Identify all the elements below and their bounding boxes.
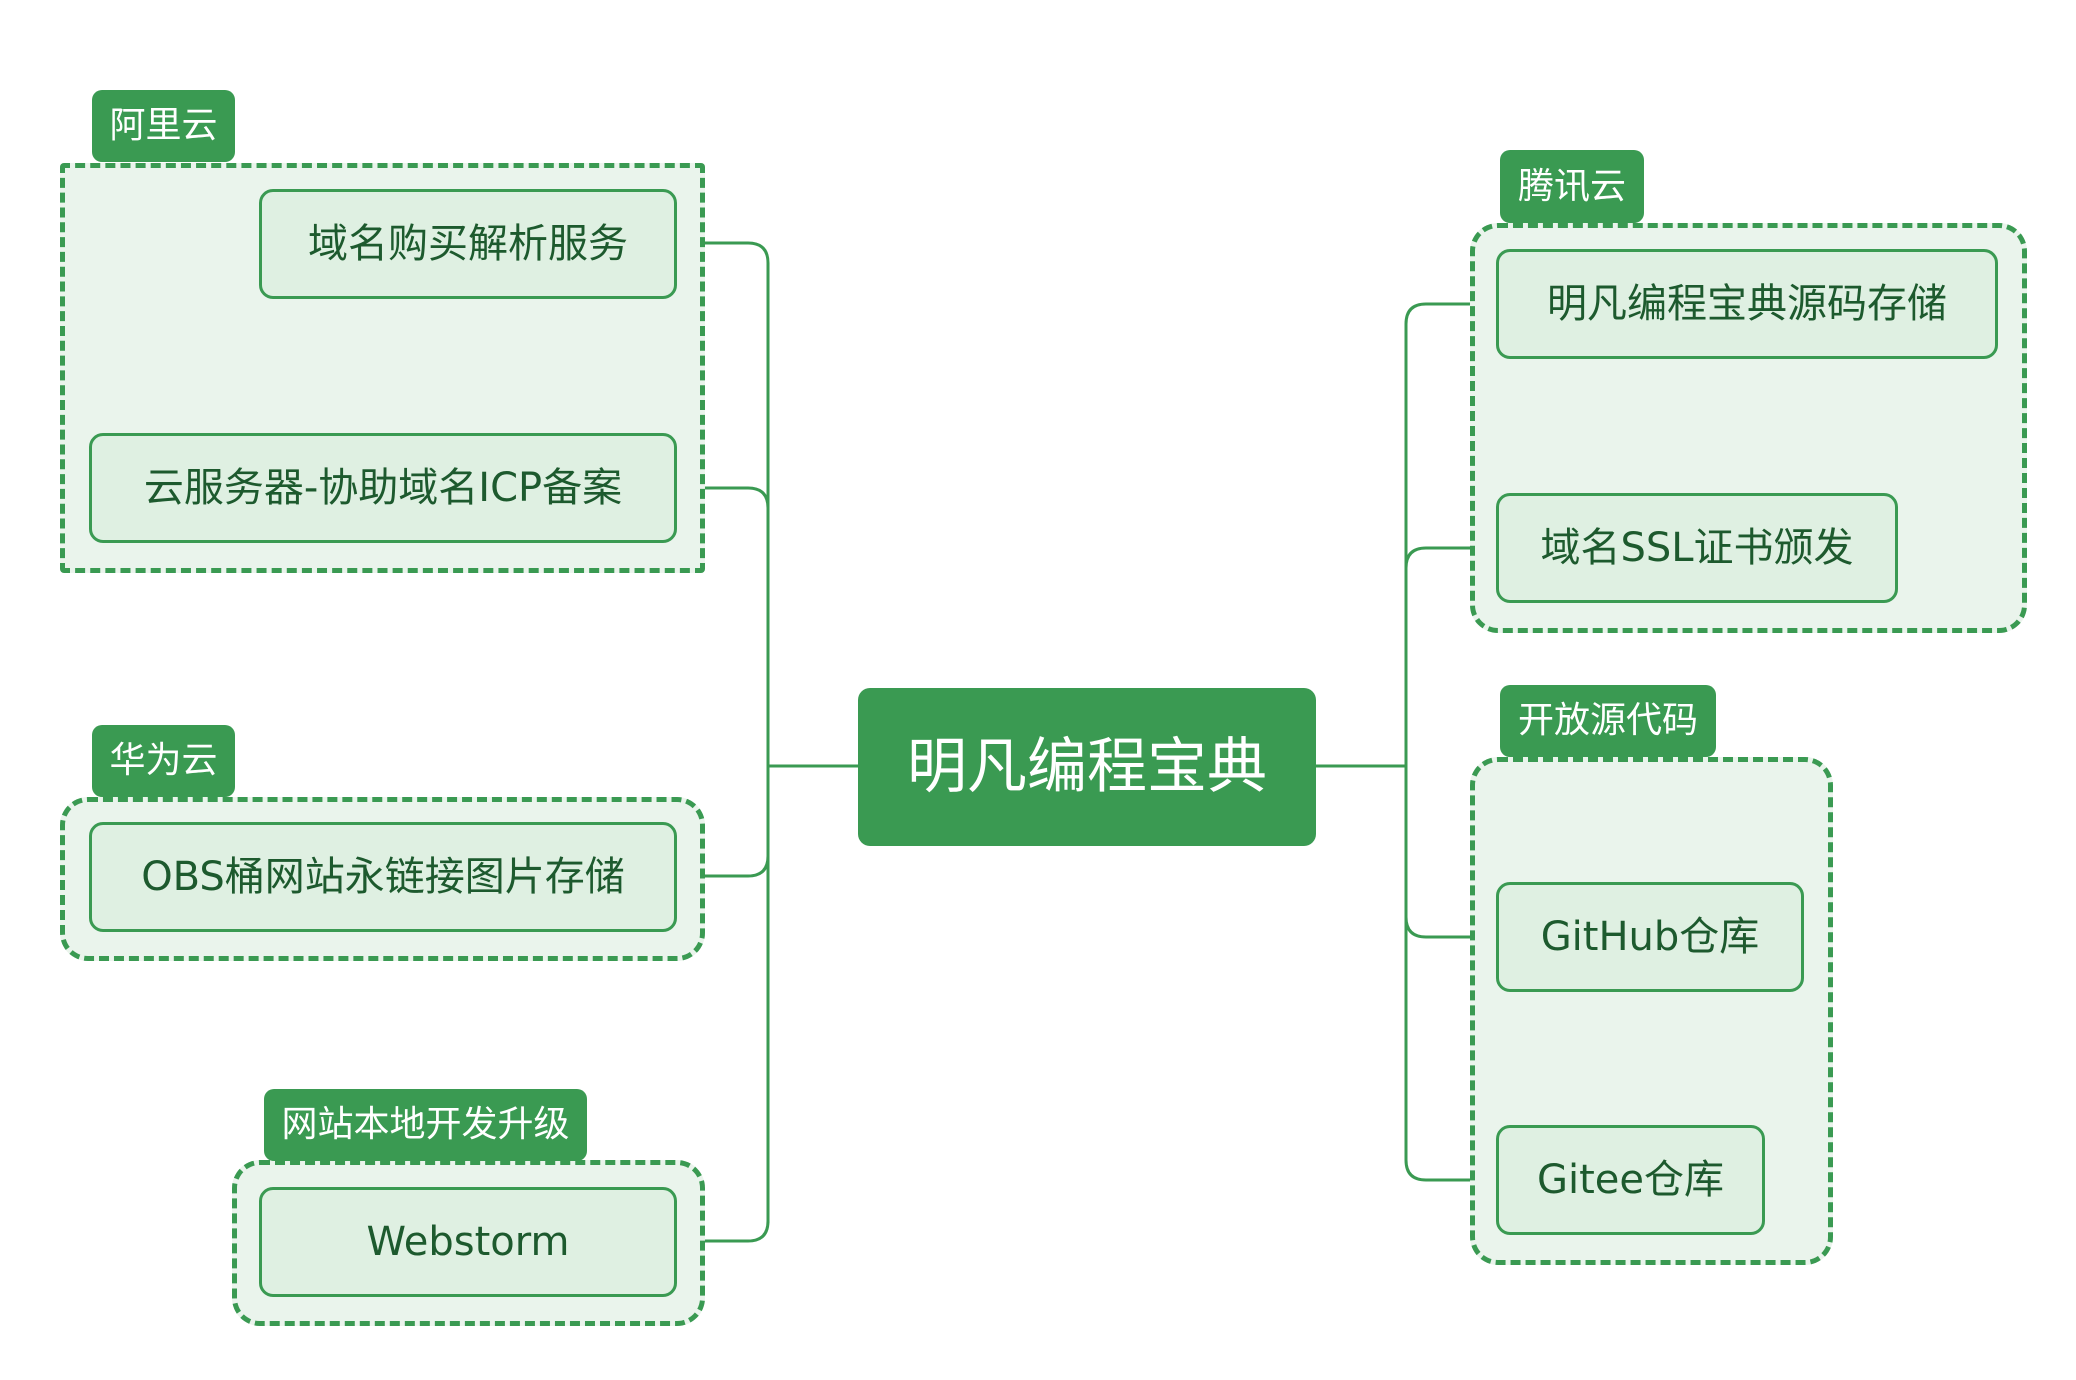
connector-local-webstorm xyxy=(680,1220,770,1243)
connector-huawei-obs xyxy=(680,855,770,878)
group-huawei-label[interactable]: 华为云 xyxy=(92,725,235,797)
node-cloud-server-icp[interactable]: 云服务器-协助域名ICP备案 xyxy=(89,433,677,543)
connector-tencent-ssl xyxy=(1404,546,1496,569)
group-open-source-label[interactable]: 开放源代码 xyxy=(1500,685,1716,757)
group-local-dev-label[interactable]: 网站本地开发升级 xyxy=(264,1089,587,1161)
connector-tencent-source xyxy=(1404,302,1496,325)
connector-opensource-github xyxy=(1404,916,1496,939)
connector-aliyun-server xyxy=(680,486,770,509)
node-obs-image-storage[interactable]: OBS桶网站永链接图片存储 xyxy=(89,822,677,932)
node-ssl-certificate[interactable]: 域名SSL证书颁发 xyxy=(1496,493,1898,603)
node-github-repo[interactable]: GitHub仓库 xyxy=(1496,882,1804,992)
node-gitee-repo[interactable]: Gitee仓库 xyxy=(1496,1125,1765,1235)
connector-opensource-gitee xyxy=(1404,1159,1496,1182)
node-webstorm[interactable]: Webstorm xyxy=(259,1187,677,1297)
group-tencent-label[interactable]: 腾讯云 xyxy=(1500,150,1644,223)
node-domain-purchase[interactable]: 域名购买解析服务 xyxy=(259,189,677,299)
connector-aliyun-domain xyxy=(680,241,770,264)
root-node[interactable]: 明凡编程宝典 xyxy=(858,688,1316,846)
group-aliyun-label[interactable]: 阿里云 xyxy=(92,90,235,162)
node-source-storage[interactable]: 明凡编程宝典源码存储 xyxy=(1496,249,1998,359)
